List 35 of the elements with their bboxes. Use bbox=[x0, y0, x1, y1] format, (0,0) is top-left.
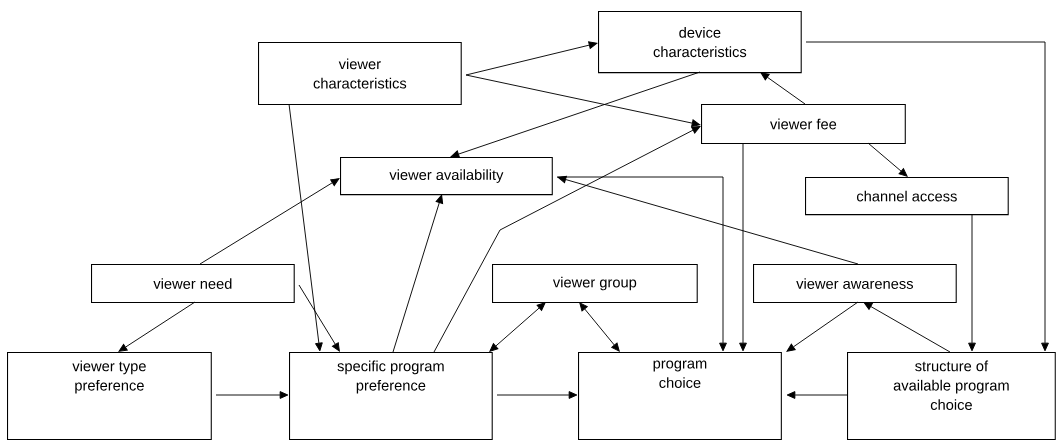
arrow bbox=[465, 74, 701, 127]
arrow bbox=[579, 302, 620, 352]
arrow bbox=[489, 302, 546, 352]
arrow bbox=[465, 41, 598, 76]
arrow bbox=[556, 176, 727, 352]
process-box: device characteristics bbox=[598, 11, 802, 74]
arrow bbox=[739, 142, 747, 352]
arrow bbox=[215, 391, 289, 399]
process-box: viewer availability bbox=[340, 157, 553, 196]
arrow bbox=[288, 103, 323, 352]
arrow bbox=[392, 194, 444, 353]
process-box: viewer characteristics bbox=[258, 42, 462, 106]
process-box: program choice bbox=[578, 352, 782, 440]
arrow bbox=[867, 142, 908, 177]
arrow bbox=[968, 213, 976, 352]
arrow bbox=[450, 71, 701, 158]
process-box: specific program preference bbox=[289, 352, 493, 440]
process-box: viewer need bbox=[91, 264, 295, 304]
process-box: structure of available program choice bbox=[847, 352, 1056, 440]
arrow bbox=[863, 302, 951, 353]
arrow bbox=[118, 301, 196, 352]
arrow bbox=[557, 175, 859, 265]
arrow bbox=[805, 41, 1049, 352]
arrow bbox=[298, 284, 340, 352]
arrow bbox=[433, 126, 701, 353]
arrow bbox=[760, 72, 806, 105]
arrow bbox=[199, 178, 340, 265]
arrow bbox=[496, 391, 578, 399]
arrow bbox=[786, 301, 859, 352]
process-box: channel access bbox=[805, 177, 1009, 216]
process-box: viewer awareness bbox=[753, 264, 957, 304]
process-box: viewer type preference bbox=[7, 352, 212, 440]
process-box: viewer group bbox=[492, 264, 698, 304]
arrow bbox=[786, 391, 848, 399]
process-box: viewer fee bbox=[701, 104, 906, 144]
